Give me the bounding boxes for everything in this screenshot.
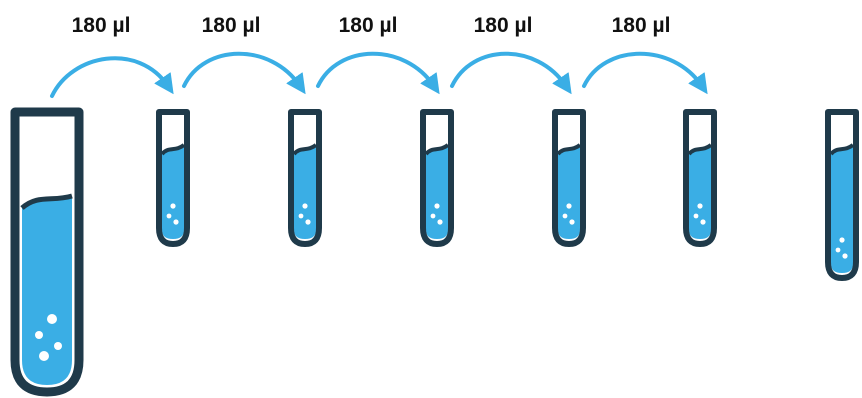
dilution-tube-4 — [552, 109, 586, 247]
transfer-volume-label-5: 180 µl — [611, 14, 671, 37]
bubble — [835, 247, 841, 253]
bubble — [430, 213, 436, 219]
bubble — [173, 219, 179, 225]
transfer-volume-label-3: 180 µl — [338, 14, 398, 37]
transfer-volume-label-2: 180 µl — [201, 14, 261, 37]
stock-tube — [10, 107, 84, 397]
dilution-tube-6 — [825, 109, 859, 281]
dilution-tube-glass — [288, 109, 322, 247]
dilution-tube-meniscus — [424, 143, 450, 156]
bubble — [39, 351, 49, 361]
transfer-arrow-3 — [316, 51, 440, 95]
dilution-tube-glass — [420, 109, 454, 247]
dilution-tube-liquid — [294, 145, 316, 239]
transfer-arrow-1 — [50, 56, 174, 98]
dilution-tube-liquid — [831, 145, 853, 273]
transfer-arrow-5 — [582, 51, 708, 95]
dilution-tube-glass — [156, 109, 190, 247]
bubble — [839, 237, 845, 243]
transfer-volume-label-1: 180 µl — [71, 14, 131, 37]
bubble — [305, 219, 311, 225]
bubble — [54, 342, 62, 350]
bubble — [566, 203, 572, 209]
bubble — [35, 331, 43, 339]
dilution-tube-liquid — [689, 145, 711, 239]
dilution-tube-glass — [552, 109, 586, 247]
stock-tube-meniscus — [20, 193, 73, 210]
dilution-tube-meniscus — [829, 143, 855, 156]
stock-tube-liquid — [22, 196, 72, 385]
dilution-tube-liquid — [426, 145, 448, 239]
transfer-arrow-2 — [182, 51, 306, 95]
transfer-arrow-4 — [450, 51, 572, 95]
dilution-tube-meniscus — [687, 143, 713, 156]
bubble — [700, 219, 706, 225]
dilution-tube-glass — [683, 109, 717, 247]
dilution-tube-liquid — [558, 145, 580, 239]
bubble — [170, 203, 176, 209]
bubble — [842, 253, 848, 259]
bubble — [434, 203, 440, 209]
stock-tube-glass — [10, 107, 84, 397]
bubble — [166, 213, 172, 219]
transfer-arrows — [50, 51, 708, 98]
dilution-tube-meniscus — [556, 143, 582, 156]
bubble — [298, 213, 304, 219]
dilution-tubes — [156, 109, 859, 281]
dilution-tube-meniscus — [292, 143, 318, 156]
bubble — [302, 203, 308, 209]
bubble — [562, 213, 568, 219]
dilution-tube-2 — [288, 109, 322, 247]
dilution-tube-glass — [825, 109, 859, 281]
dilution-tube-3 — [420, 109, 454, 247]
bubble — [47, 314, 57, 324]
dilution-tube-meniscus — [160, 143, 186, 156]
bubble — [693, 213, 699, 219]
bubble — [569, 219, 575, 225]
dilution-tube-1 — [156, 109, 190, 247]
bubble — [437, 219, 443, 225]
dilution-tube-5 — [683, 109, 717, 247]
transfer-volume-label-4: 180 µl — [473, 14, 533, 37]
bubble — [697, 203, 703, 209]
dilution-tube-liquid — [162, 145, 184, 239]
